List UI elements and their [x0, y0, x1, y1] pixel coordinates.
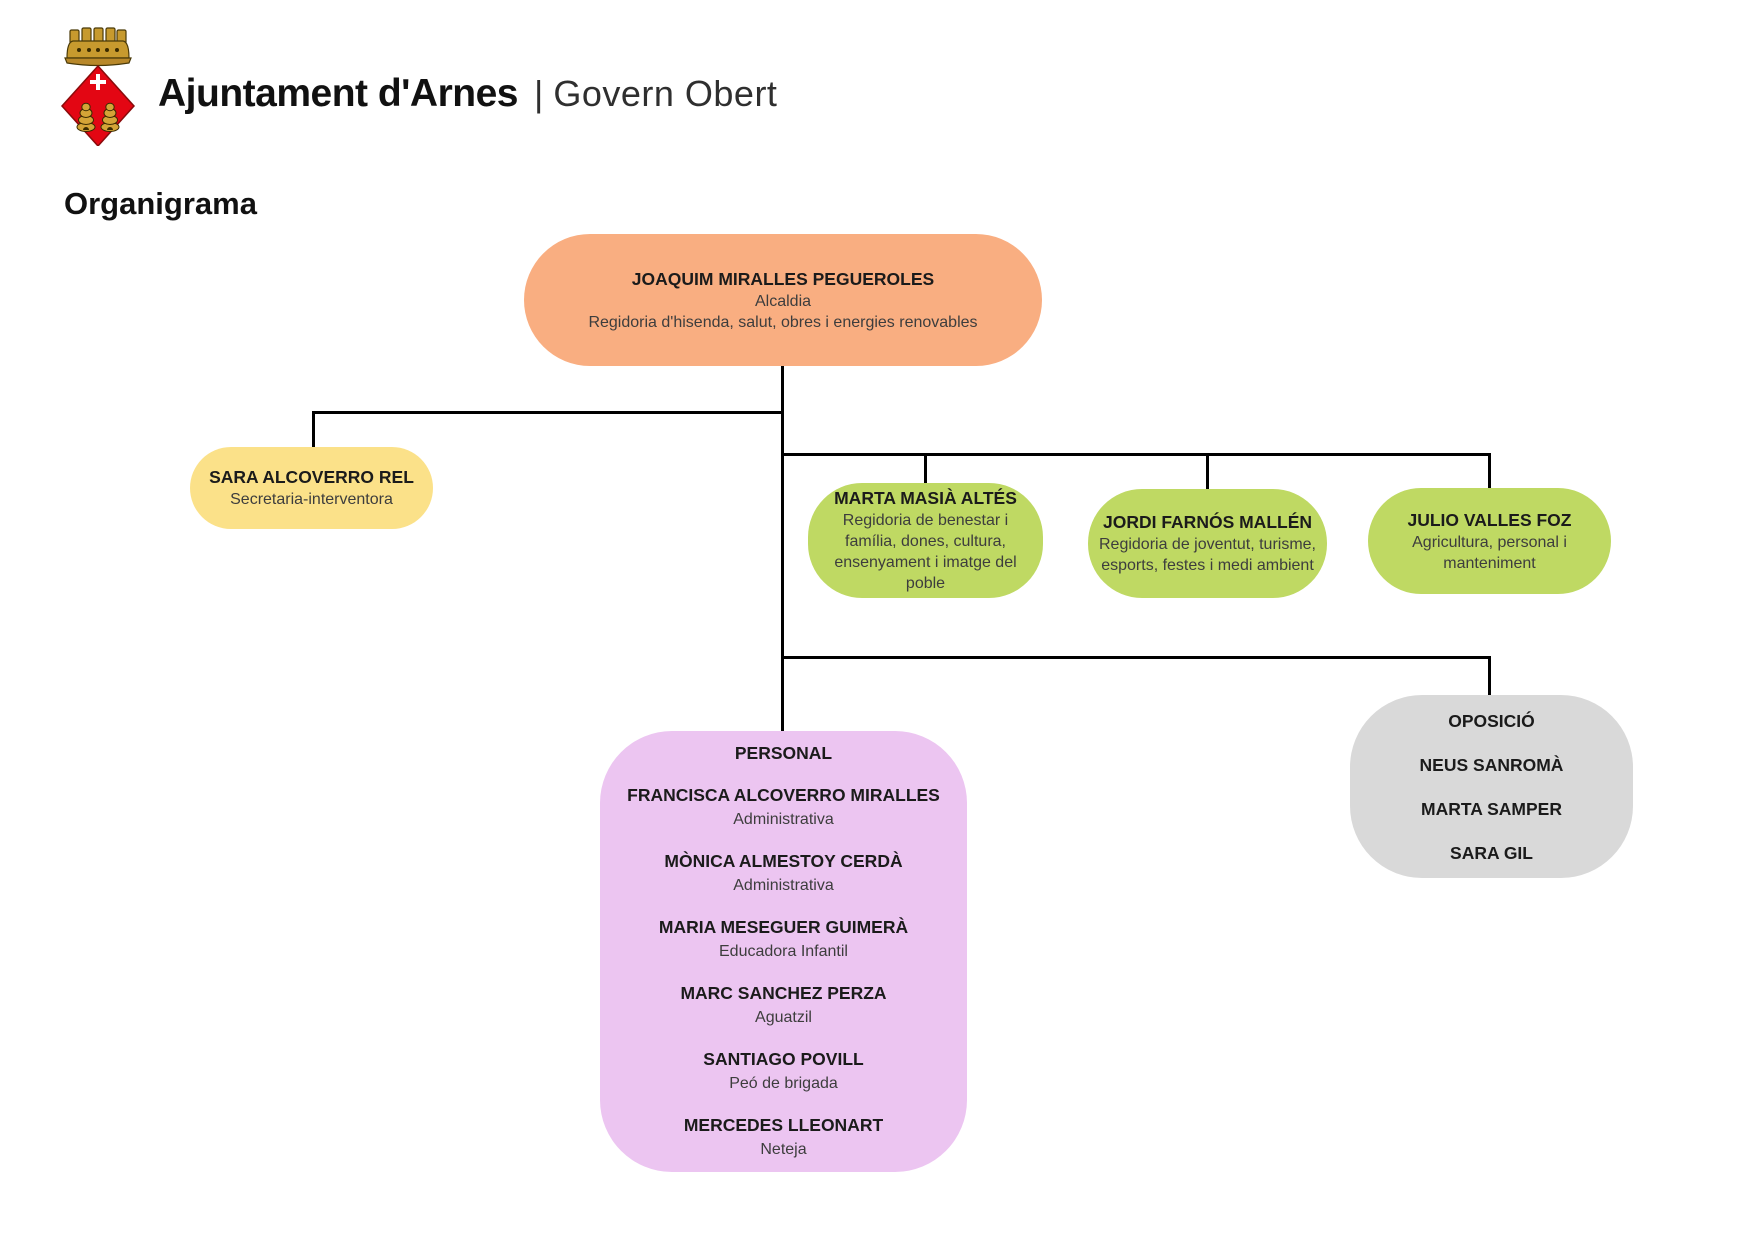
oposicio-member: MARTA SAMPER	[1421, 798, 1562, 819]
staff-entry: MARIA MESEGUER GUIMERÀ Educadora Infanti…	[659, 916, 908, 962]
connector-main-vertical	[781, 366, 784, 732]
org-node-regidor-1: MARTA MASIÀ ALTÉS Regidoria de benestar …	[808, 483, 1043, 598]
staff-role: Administrativa	[733, 877, 834, 894]
site-header: Ajuntament d'Arnes | Govern Obert	[158, 72, 777, 116]
site-subtitle: Govern Obert	[553, 73, 778, 114]
staff-entry: MÒNICA ALMESTOY CERDÀ Administrativa	[664, 850, 902, 896]
oposicio-title: OPOSICIÓ	[1448, 710, 1535, 731]
staff-role: Peó de brigada	[729, 1075, 838, 1092]
secretaria-role: Secretaria-interventora	[230, 491, 393, 508]
secretaria-name: SARA ALCOVERRO REL	[209, 467, 414, 487]
org-node-regidor-2: JORDI FARNÓS MALLÉN Regidoria de joventu…	[1088, 489, 1327, 598]
connector-regidors-h	[781, 453, 1491, 456]
staff-role: Educadora Infantil	[719, 943, 848, 960]
staff-role: Neteja	[760, 1141, 807, 1158]
oposicio-member: SARA GIL	[1450, 842, 1533, 863]
staff-name: MÒNICA ALMESTOY CERDÀ	[664, 851, 903, 871]
staff-role: Aguatzil	[755, 1009, 812, 1026]
staff-name: SANTIAGO POVILL	[703, 1049, 864, 1069]
staff-name: MARC SANCHEZ PERZA	[680, 983, 887, 1003]
regidor-3-role: Agricultura, personal i manteniment	[1412, 533, 1567, 572]
title-separator: |	[533, 73, 544, 114]
alcaldia-detail: Regidoria d'hisenda, salut, obres i ener…	[588, 313, 978, 331]
coat-of-arms-icon	[60, 27, 136, 146]
staff-role: Administrativa	[733, 811, 834, 828]
personal-title: PERSONAL	[734, 743, 833, 763]
regidor-2-role: Regidoria de joventut, turisme, esports,…	[1099, 536, 1316, 574]
regidor-2-name: JORDI FARNÓS MALLÉN	[1102, 512, 1313, 532]
staff-entry: FRANCISCA ALCOVERRO MIRALLES Administrat…	[627, 784, 940, 830]
regidor-1-role: Regidoria de benestar i família, dones, …	[834, 512, 1017, 592]
staff-name: FRANCISCA ALCOVERRO MIRALLES	[627, 785, 940, 805]
staff-entry: MARC SANCHEZ PERZA Aguatzil	[680, 982, 886, 1028]
staff-name: MARIA MESEGUER GUIMERÀ	[658, 917, 909, 937]
org-node-personal: PERSONAL FRANCISCA ALCOVERRO MIRALLES Ad…	[600, 731, 967, 1172]
site-title: Ajuntament d'Arnes	[158, 72, 518, 115]
staff-entry: MERCEDES LLEONART Neteja	[684, 1114, 883, 1160]
alcaldia-name: JOAQUIM MIRALLES PEGUEROLES	[631, 268, 935, 289]
alcaldia-role: Alcaldia	[754, 292, 812, 310]
connector-secretaria-v	[312, 411, 315, 447]
staff-name: MERCEDES LLEONART	[683, 1115, 884, 1135]
org-node-regidor-3: JULIO VALLES FOZ Agricultura, personal i…	[1368, 488, 1611, 594]
connector-oposicio-h	[781, 656, 1491, 659]
org-node-alcaldia: JOAQUIM MIRALLES PEGUEROLES Alcaldia Reg…	[524, 234, 1042, 366]
staff-entry: SANTIAGO POVILL Peó de brigada	[703, 1048, 863, 1094]
connector-oposicio-v	[1488, 656, 1491, 695]
connector-secretaria-h	[312, 411, 784, 414]
regidor-3-name: JULIO VALLES FOZ	[1407, 509, 1572, 530]
connector-regidor-1-v	[924, 453, 927, 483]
page-title: Organigrama	[64, 186, 257, 221]
connector-regidor-3-v	[1488, 453, 1491, 488]
connector-regidor-2-v	[1206, 453, 1209, 489]
oposicio-member: NEUS SANROMÀ	[1419, 754, 1564, 775]
org-node-secretaria: SARA ALCOVERRO REL Secretaria-intervento…	[190, 447, 433, 529]
org-node-oposicio: OPOSICIÓ NEUS SANROMÀ MARTA SAMPER SARA …	[1350, 695, 1633, 878]
regidor-1-name: MARTA MASIÀ ALTÉS	[834, 488, 1017, 508]
